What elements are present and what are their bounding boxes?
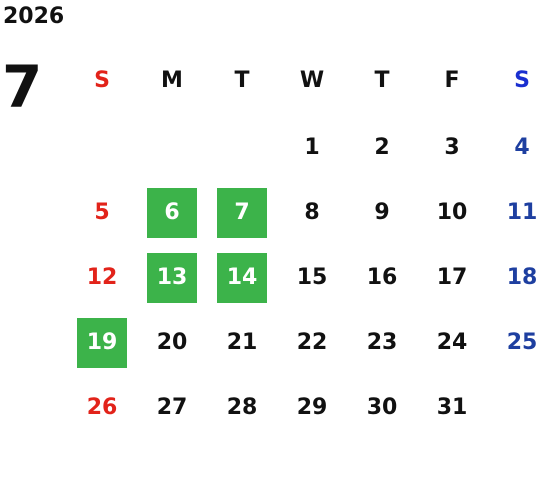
day-cell-2[interactable]: 2 <box>347 115 417 180</box>
day-number: 14 <box>217 252 267 303</box>
day-cell-27[interactable]: 27 <box>137 375 207 440</box>
day-cell-20[interactable]: 20 <box>137 310 207 375</box>
day-number: 10 <box>436 200 468 225</box>
day-number: 9 <box>374 200 390 225</box>
day-number: 8 <box>304 200 320 225</box>
weekday-header-fri: F <box>444 67 460 93</box>
empty-day-cell <box>137 115 207 180</box>
day-number: 25 <box>506 330 538 355</box>
weekday-header-tue: T <box>234 67 250 93</box>
day-number: 20 <box>156 330 188 355</box>
day-number: 18 <box>506 265 538 290</box>
empty-day-cell <box>67 115 137 180</box>
day-cell-21[interactable]: 21 <box>207 310 277 375</box>
weekday-header-sat: S <box>514 67 530 93</box>
day-cell-3[interactable]: 3 <box>417 115 487 180</box>
day-number: 23 <box>366 330 398 355</box>
day-cell-8[interactable]: 8 <box>277 180 347 245</box>
day-number: 22 <box>296 330 328 355</box>
day-cell-31[interactable]: 31 <box>417 375 487 440</box>
day-number: 27 <box>156 395 188 420</box>
day-number: 24 <box>436 330 468 355</box>
day-cell-19[interactable]: 19 <box>67 310 137 375</box>
day-number: 7 <box>217 187 267 238</box>
empty-day-cell <box>207 115 277 180</box>
day-cell-4[interactable]: 4 <box>487 115 548 180</box>
day-number: 11 <box>506 200 538 225</box>
day-number: 13 <box>147 252 197 303</box>
calendar-year: 2026 <box>3 4 65 29</box>
day-cell-30[interactable]: 30 <box>347 375 417 440</box>
day-cell-7[interactable]: 7 <box>207 180 277 245</box>
day-number: 21 <box>226 330 258 355</box>
day-cell-5[interactable]: 5 <box>67 180 137 245</box>
day-cell-23[interactable]: 23 <box>347 310 417 375</box>
day-number: 19 <box>77 317 127 368</box>
day-cell-18[interactable]: 18 <box>487 245 548 310</box>
weekday-header-sun: S <box>94 67 110 93</box>
day-number: 28 <box>226 395 258 420</box>
day-cell-28[interactable]: 28 <box>207 375 277 440</box>
day-number: 31 <box>436 395 468 420</box>
day-number: 4 <box>514 135 530 160</box>
day-cell-14[interactable]: 14 <box>207 245 277 310</box>
day-number: 17 <box>436 265 468 290</box>
day-cell-17[interactable]: 17 <box>417 245 487 310</box>
day-cell-29[interactable]: 29 <box>277 375 347 440</box>
weekday-header-mon: M <box>161 67 183 93</box>
day-number: 15 <box>296 265 328 290</box>
day-cell-25[interactable]: 25 <box>487 310 548 375</box>
day-cell-11[interactable]: 11 <box>487 180 548 245</box>
day-cell-24[interactable]: 24 <box>417 310 487 375</box>
day-number: 6 <box>147 187 197 238</box>
day-number: 30 <box>366 395 398 420</box>
day-cell-26[interactable]: 26 <box>67 375 137 440</box>
day-number: 5 <box>94 200 110 225</box>
weekday-header-wed: W <box>299 67 325 93</box>
day-cell-22[interactable]: 22 <box>277 310 347 375</box>
day-cell-9[interactable]: 9 <box>347 180 417 245</box>
day-cell-10[interactable]: 10 <box>417 180 487 245</box>
weekday-header-thu: T <box>374 67 390 93</box>
day-number: 1 <box>304 135 320 160</box>
day-number: 16 <box>366 265 398 290</box>
day-cell-12[interactable]: 12 <box>67 245 137 310</box>
day-number: 2 <box>374 135 390 160</box>
day-number: 29 <box>296 395 328 420</box>
day-number: 12 <box>86 265 118 290</box>
day-cell-15[interactable]: 15 <box>277 245 347 310</box>
day-number: 3 <box>444 135 460 160</box>
day-cell-16[interactable]: 16 <box>347 245 417 310</box>
day-cell-1[interactable]: 1 <box>277 115 347 180</box>
calendar-month: 7 <box>2 53 43 121</box>
day-number: 26 <box>86 395 118 420</box>
day-cell-13[interactable]: 13 <box>137 245 207 310</box>
day-cell-6[interactable]: 6 <box>137 180 207 245</box>
